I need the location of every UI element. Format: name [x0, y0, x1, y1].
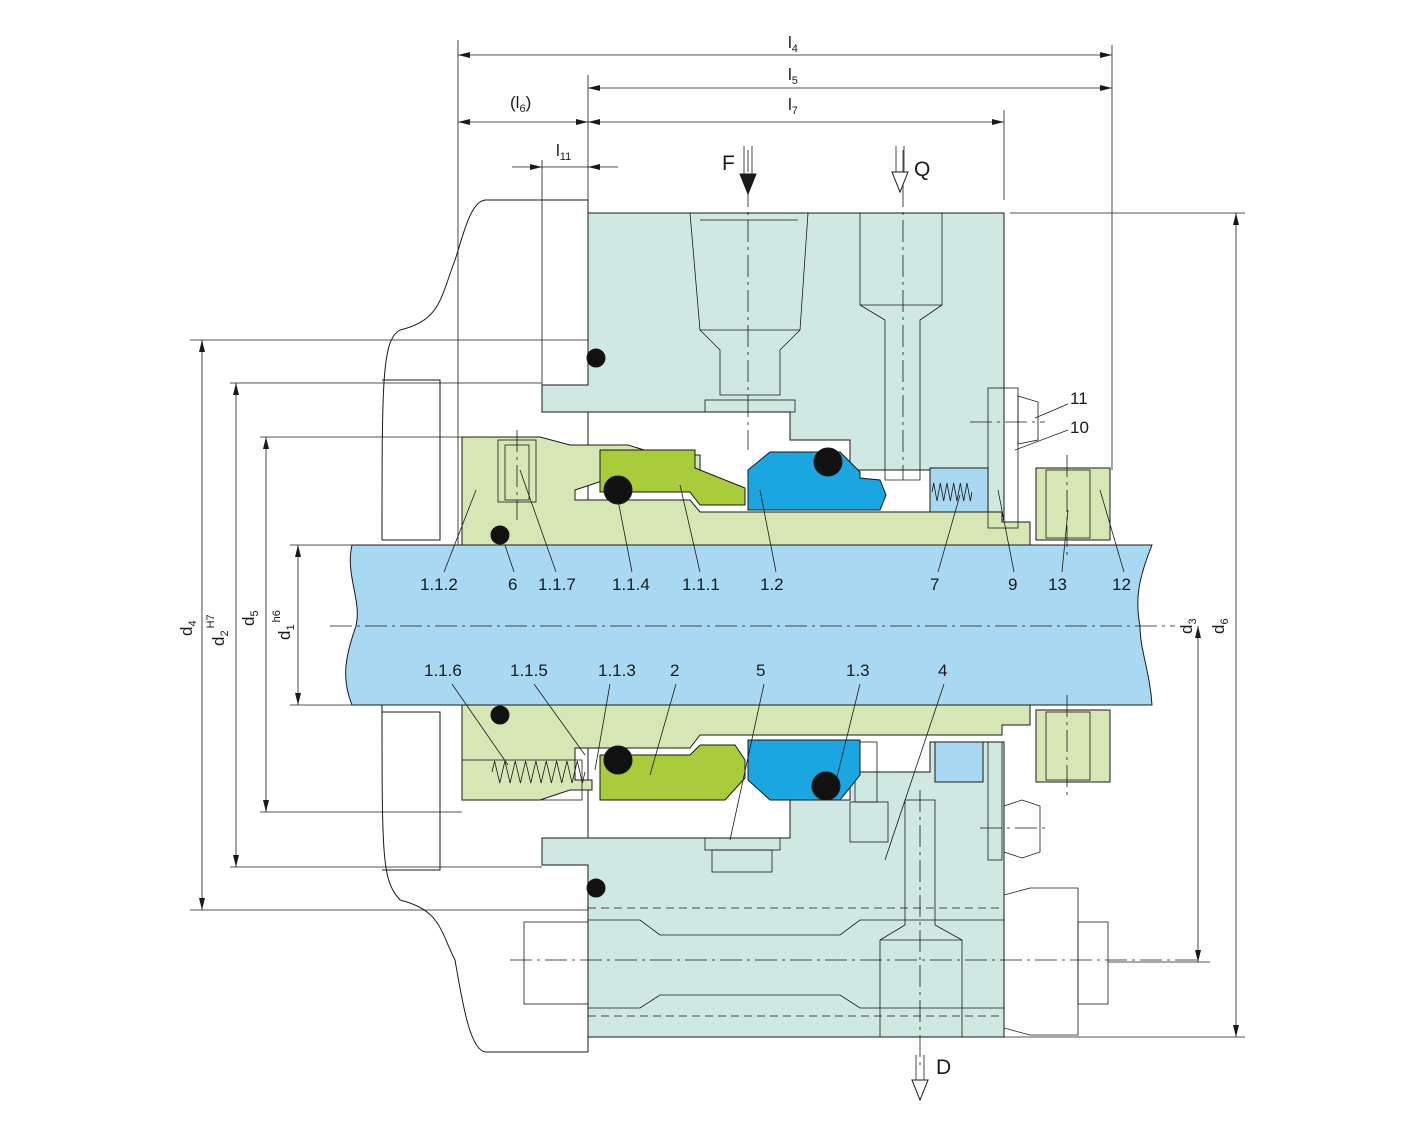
flow-d-label: D — [936, 1056, 951, 1079]
dim-d3: d3 — [1177, 618, 1199, 634]
part-labels: 1.1.2 6 1.1.7 1.1.4 1.1.1 1.2 7 9 13 12 … — [420, 389, 1131, 680]
dimension-arrow — [1233, 213, 1239, 225]
dimension-lines — [190, 40, 1245, 1038]
centre-lines — [330, 150, 1200, 1065]
leader-lines — [443, 403, 1125, 861]
dim-l11: l11 — [556, 141, 571, 163]
springs — [491, 482, 973, 784]
part-label: 6 — [508, 575, 517, 594]
part-label: 1.2 — [760, 575, 784, 594]
dimension-arrow — [530, 164, 542, 170]
part-label: 9 — [1008, 575, 1017, 594]
dim-d4: d4 — [177, 620, 199, 636]
dimension-arrow — [1195, 626, 1201, 638]
seal-housing — [541, 212, 1005, 1038]
part-label: 1.1.2 — [420, 575, 458, 594]
dimension-arrow — [1233, 1025, 1239, 1037]
dimension-arrow — [199, 898, 205, 910]
dim-l4: l4 — [788, 33, 798, 55]
flow-markers: F Q D — [722, 146, 951, 1102]
dim-d1: d1h6 — [271, 610, 297, 640]
dimension-arrow — [576, 119, 588, 125]
part-label: 4 — [938, 661, 947, 680]
part-label: 5 — [756, 661, 765, 680]
part-label: 1.1.1 — [682, 575, 720, 594]
dim-d5: d5 — [239, 610, 261, 626]
dim-l7: l7 — [788, 95, 798, 117]
dimension-labels: l4 l5 (l6) l7 l11 d4 d2H7 d5 d1h6 d3 d6 — [177, 33, 1231, 646]
flow-arrow-head — [891, 171, 909, 194]
dimension-arrow — [233, 855, 239, 867]
part-label: 11 — [1070, 389, 1088, 408]
dim-d6: d6 — [1209, 618, 1231, 634]
dimension-arrow — [1195, 950, 1201, 962]
part-label: 7 — [930, 575, 939, 594]
dimension-arrow — [1100, 52, 1112, 58]
flow-arrow-head — [911, 1079, 929, 1102]
dimension-arrow — [295, 545, 301, 557]
dimension-arrow — [588, 164, 600, 170]
part-label: 1.1.4 — [612, 575, 650, 594]
dimension-arrow — [992, 119, 1004, 125]
rotating-seal-faces — [599, 449, 746, 801]
part-label: 1.1.3 — [598, 661, 636, 680]
flow-q-label: Q — [914, 158, 930, 181]
spring — [931, 482, 973, 502]
part-label: 12 — [1112, 575, 1131, 594]
shaft — [345, 544, 1153, 706]
part-label: 2 — [670, 661, 679, 680]
part-label: 13 — [1048, 575, 1067, 594]
dim-d2: d2H7 — [205, 614, 231, 646]
dimension-arrow — [458, 119, 470, 125]
dimension-arrow — [263, 437, 269, 449]
o-rings — [490, 348, 843, 898]
dimension-arrow — [233, 383, 239, 395]
part-label: 10 — [1070, 418, 1089, 437]
dimension-arrow — [1100, 85, 1112, 91]
dimension-arrow — [458, 52, 470, 58]
part-label: 1.1.7 — [538, 575, 576, 594]
flow-arrow-head — [739, 173, 757, 196]
dimension-arrow — [588, 85, 600, 91]
flow-f-label: F — [722, 152, 735, 175]
dim-l5: l5 — [788, 65, 798, 87]
dimension-arrow — [199, 340, 205, 352]
clamp-ring — [987, 387, 1111, 861]
dimension-arrow — [263, 800, 269, 812]
part-label: 1.1.6 — [424, 661, 462, 680]
part-label: 1.3 — [846, 661, 870, 680]
dim-l6: (l6) — [510, 93, 531, 115]
through-bolt — [523, 887, 1109, 1036]
dimension-arrow — [588, 119, 600, 125]
part-label: 1.1.5 — [510, 661, 548, 680]
spring — [491, 760, 586, 784]
dimension-arrow — [295, 693, 301, 705]
